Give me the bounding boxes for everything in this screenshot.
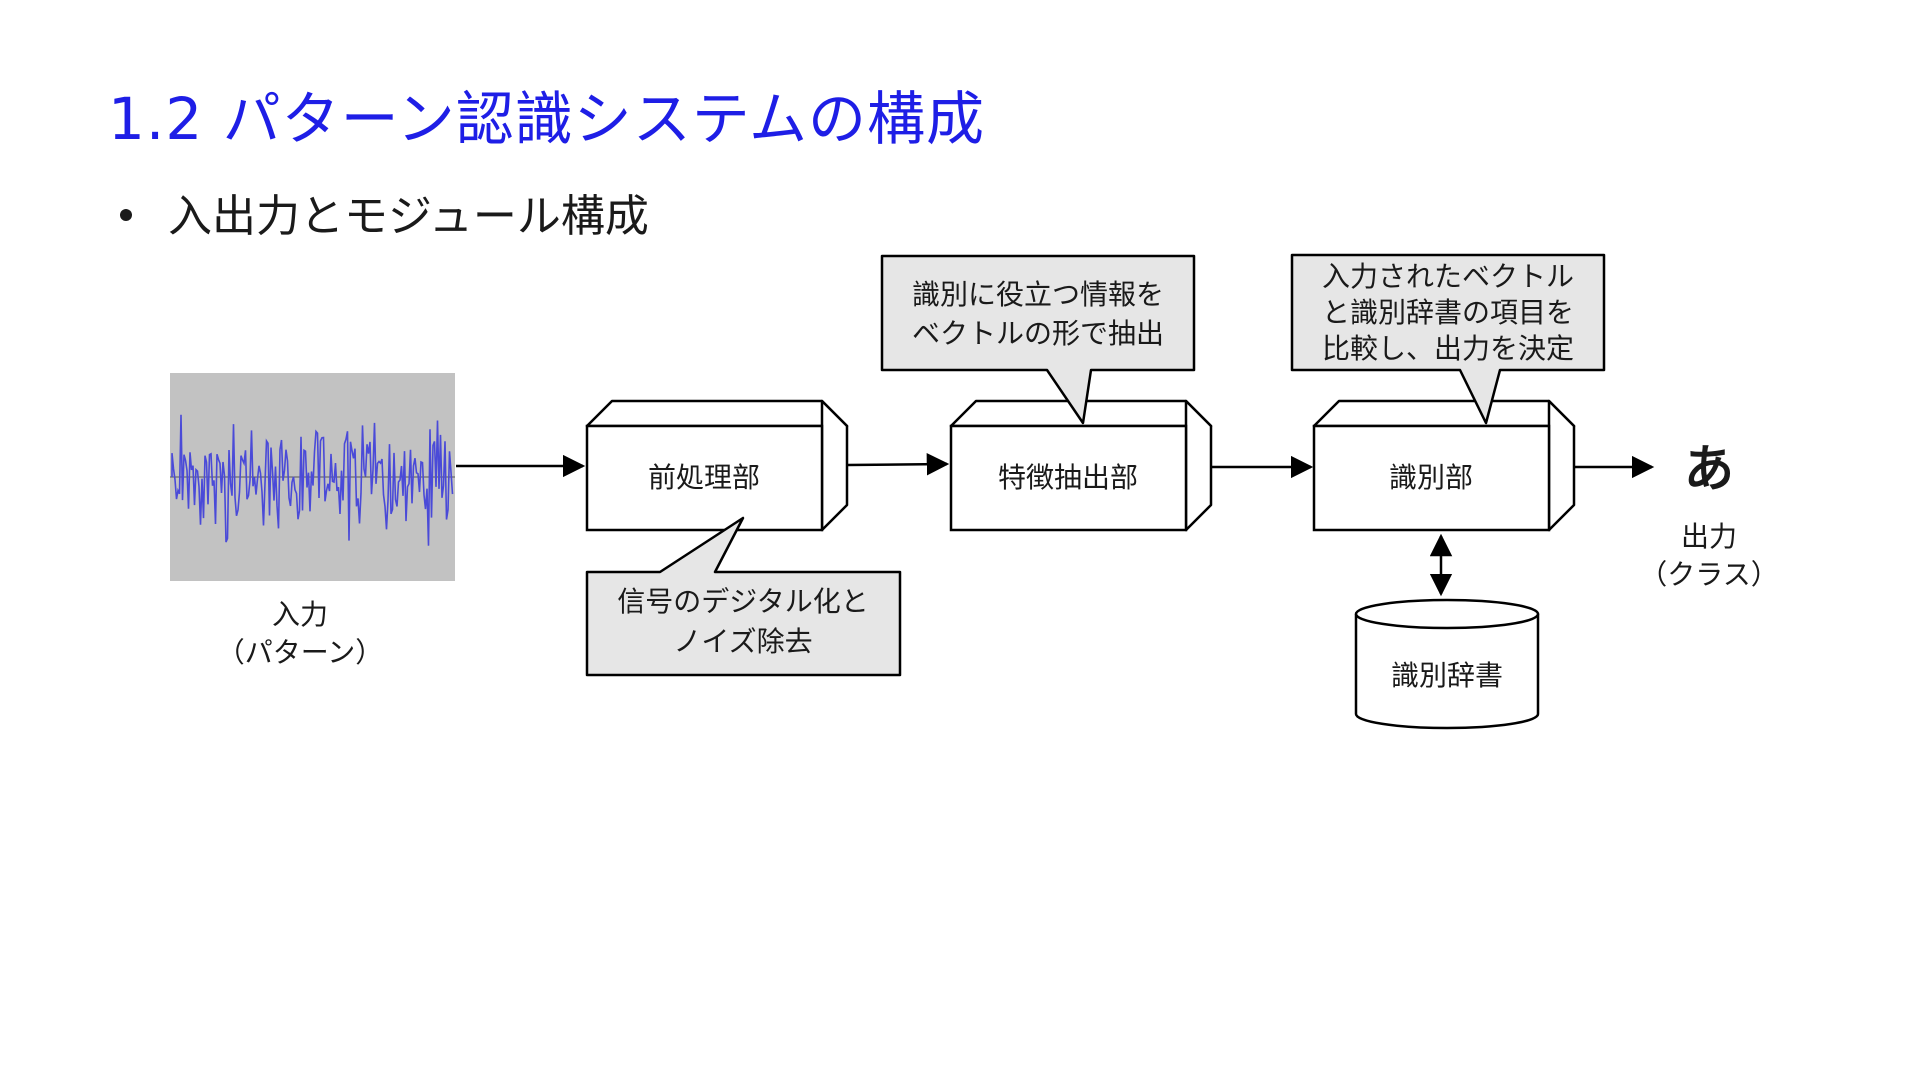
- callout-classifier-line2: と識別辞書の項目を: [1322, 296, 1574, 329]
- block-feature-extraction: 特徴抽出部: [949, 399, 1213, 532]
- bullet-dot-icon: [120, 209, 132, 221]
- bullet-item: 入出力とモジュール構成: [120, 180, 649, 244]
- output-label: 出力: [1681, 520, 1737, 553]
- callout-classifier-line1: 入力されたベクトル: [1322, 260, 1574, 293]
- arrow-preprocess-to-feature: [846, 452, 950, 476]
- bullet-text: 入出力とモジュール構成: [168, 191, 649, 242]
- dictionary-cylinder: 識別辞書: [1354, 598, 1540, 730]
- callout-preprocess-line1: 信号のデジタル化と: [617, 585, 868, 618]
- callout-feature: 識別に役立つ情報を ベクトルの形で抽出: [880, 254, 1196, 425]
- output-symbol: あ: [1684, 440, 1734, 498]
- input-waveform: [170, 373, 455, 581]
- block-classifier: 識別部: [1312, 399, 1576, 532]
- callout-feature-line1: 識別に役立つ情報を: [912, 278, 1164, 311]
- input-sublabel: （パターン）: [217, 636, 384, 669]
- waveform-signal: [171, 414, 454, 546]
- callout-classifier-line3: 比較し、出力を決定: [1322, 332, 1574, 365]
- callout-classifier: 入力されたベクトル と識別辞書の項目を 比較し、出力を決定: [1290, 253, 1606, 425]
- block-preprocess-label: 前処理部: [648, 461, 760, 494]
- block-feature-extraction-label: 特徴抽出部: [998, 461, 1138, 494]
- slide-title: 1.2 パターン認識システムの構成: [108, 85, 986, 153]
- dictionary-label: 識別辞書: [1391, 659, 1503, 692]
- callout-preprocess-line2: ノイズ除去: [673, 625, 812, 658]
- output-sublabel: （クラス）: [1639, 558, 1778, 591]
- callout-feature-line2: ベクトルの形で抽出: [912, 317, 1164, 350]
- callout-preprocess: 信号のデジタル化と ノイズ除去: [585, 516, 902, 677]
- input-label: 入力: [272, 598, 328, 631]
- block-preprocess: 前処理部: [585, 399, 849, 532]
- block-classifier-label: 識別部: [1389, 461, 1473, 494]
